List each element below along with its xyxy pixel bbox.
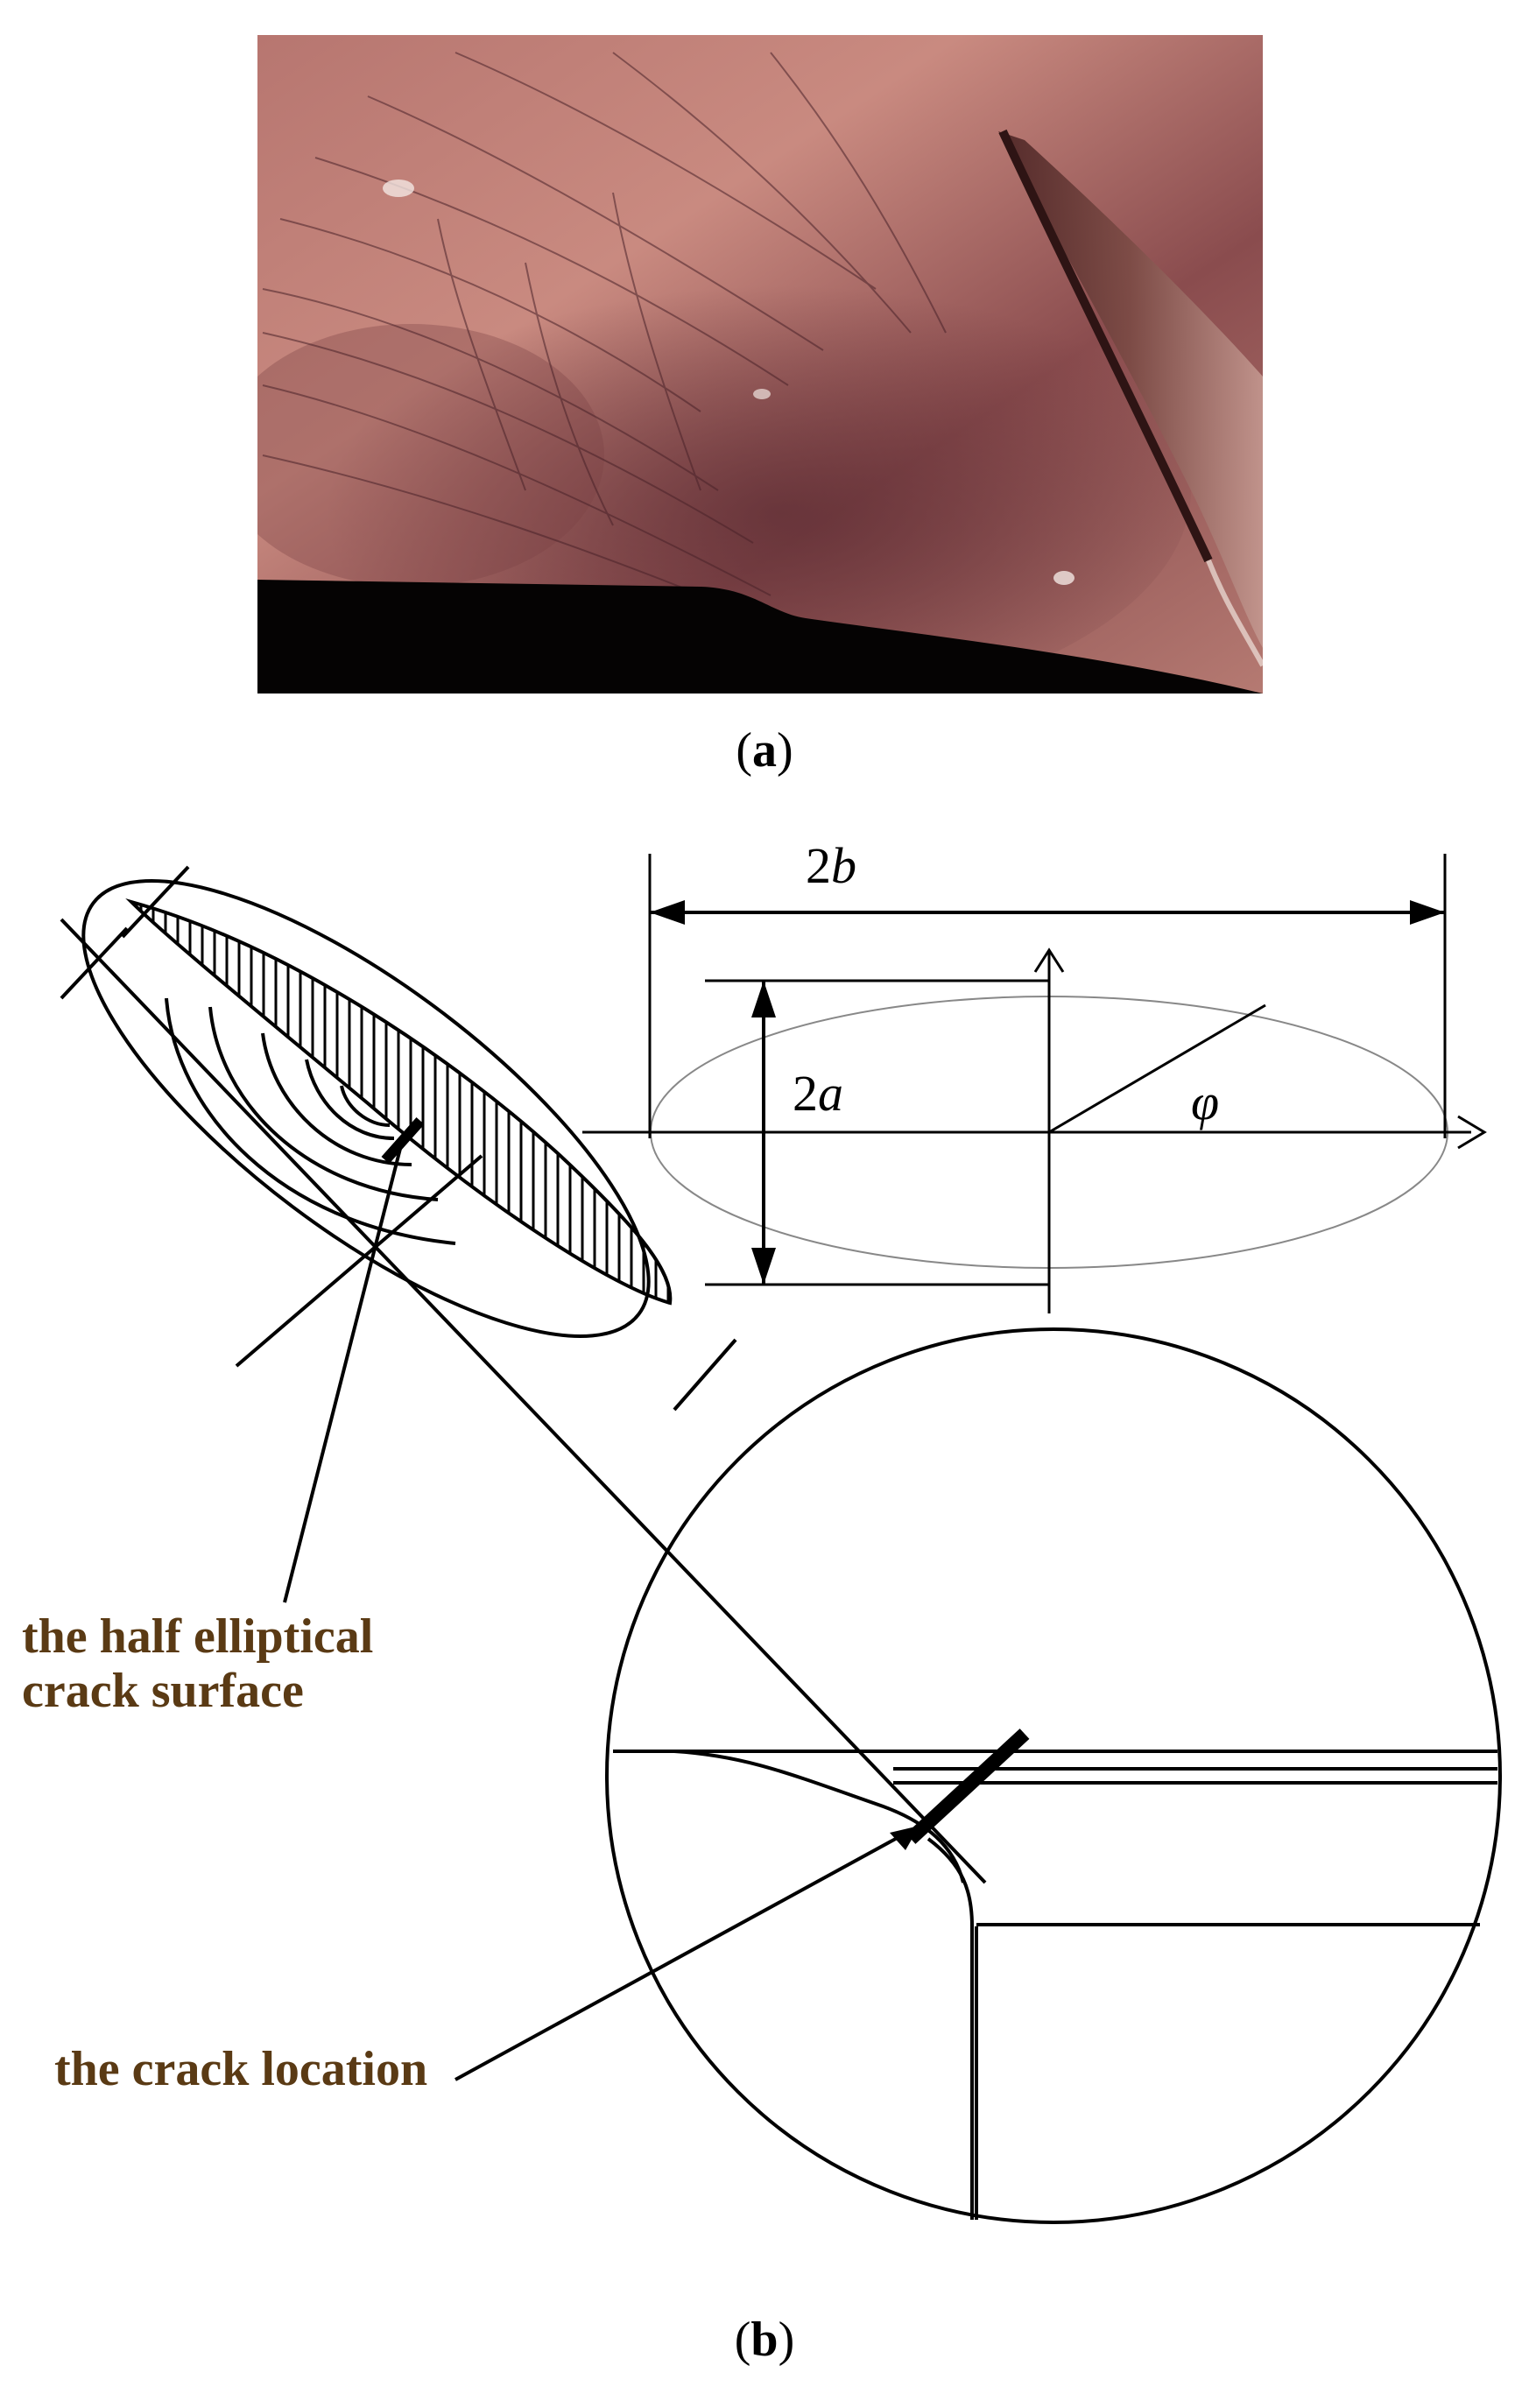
crack-location-label: the crack location — [54, 2042, 428, 2096]
crack-surface-label-line2: crack surface — [22, 1664, 304, 1718]
paren-close: ) — [778, 2313, 795, 2367]
caption-letter: a — [752, 723, 777, 778]
crack-ellipse-schematic — [60, 865, 987, 1884]
skin-photo — [257, 35, 1263, 694]
panel-b-caption: (b) — [677, 2312, 852, 2368]
paren-close: ) — [777, 723, 793, 778]
paren-open: ( — [736, 723, 752, 778]
angle-phi-label: φ — [1191, 1074, 1220, 1130]
dimension-2b-symbol: b — [831, 837, 856, 894]
ellipse-dimension-diagram — [582, 854, 1487, 1313]
dimension-2a-number: 2 — [793, 1065, 818, 1122]
paren-open: ( — [734, 2313, 751, 2367]
magnified-detail-circle — [454, 1327, 1502, 2224]
caption-letter: b — [750, 2313, 779, 2367]
crack-surface-label: the half elliptical crack surface — [22, 1609, 373, 1718]
dimension-2a-symbol: a — [818, 1065, 843, 1122]
dimension-2a-label: 2a — [793, 1064, 843, 1123]
dimension-2b-label: 2b — [806, 836, 856, 895]
crack-surface-label-line1: the half elliptical — [22, 1609, 374, 1664]
panel-a-caption: (a) — [677, 722, 852, 778]
dimension-2b-number: 2 — [806, 837, 831, 894]
